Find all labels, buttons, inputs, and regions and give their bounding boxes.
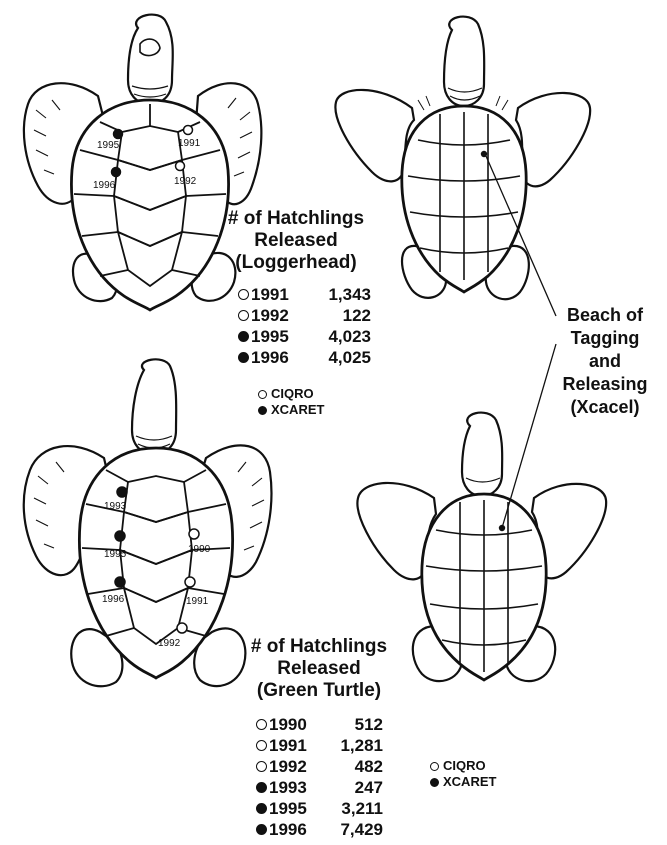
- ciqro-open-dot-icon: [238, 289, 249, 300]
- loggerhead-title-line-3: (Loggerhead): [216, 252, 376, 274]
- green-shell-label-1995: 1995: [104, 549, 126, 560]
- xcaret-filled-dot-icon: [238, 352, 249, 363]
- marker-1995-filled: [115, 531, 125, 541]
- marker-1996-filled: [115, 577, 125, 587]
- legend-bottom: CIQRO XCARET: [430, 758, 496, 790]
- stats-count: 4,023: [307, 326, 371, 347]
- stats-count: 1,281: [325, 735, 383, 756]
- stats-count: 482: [325, 756, 383, 777]
- stats-year: 1992: [251, 305, 307, 326]
- marker-1991-open: [184, 126, 193, 135]
- stats-year: 1995: [251, 326, 307, 347]
- green-shell-label-1991: 1991: [186, 596, 208, 607]
- legend-label: XCARET: [271, 402, 324, 418]
- ciqro-open-dot-icon: [256, 761, 267, 772]
- legend-row-xcaret: XCARET: [258, 402, 324, 418]
- ciqro-open-dot-icon: [256, 740, 267, 751]
- loggerhead-shell-label-1995: 1995: [97, 140, 119, 151]
- stats-year: 1996: [269, 819, 325, 840]
- marker-1996-filled: [112, 168, 121, 177]
- stats-count: 3,211: [325, 798, 383, 819]
- loggerhead-shell-label-1996: 1996: [93, 180, 115, 191]
- green-title-line-2: Released: [234, 658, 404, 680]
- xcaret-filled-dot-icon: [258, 406, 267, 415]
- stats-count: 512: [325, 714, 383, 735]
- stats-year: 1990: [269, 714, 325, 735]
- xcaret-filled-dot-icon: [256, 782, 267, 793]
- xcaret-filled-dot-icon: [430, 778, 439, 787]
- marker-1992-open: [177, 623, 187, 633]
- stats-year: 1996: [251, 347, 307, 368]
- stats-year: 1993: [269, 777, 325, 798]
- stats-count: 7,429: [325, 819, 383, 840]
- legend-top: CIQRO XCARET: [258, 386, 324, 418]
- green-title-line-3: (Green Turtle): [234, 680, 404, 702]
- marker-1992-open: [176, 162, 185, 171]
- stats-year: 1991: [269, 735, 325, 756]
- green-turtle-title: # of Hatchlings Released (Green Turtle): [234, 636, 404, 702]
- beach-label-line-3: and: [548, 350, 662, 373]
- legend-label: CIQRO: [271, 386, 314, 402]
- green-shell-label-1993: 1993: [104, 501, 126, 512]
- marker-1990-open: [189, 529, 199, 539]
- xcaret-filled-dot-icon: [256, 803, 267, 814]
- ciqro-open-dot-icon: [430, 762, 439, 771]
- stats-year: 1991: [251, 284, 307, 305]
- stats-year: 1995: [269, 798, 325, 819]
- loggerhead-title-line-2: Released: [216, 230, 376, 252]
- loggerhead-title-line-1: # of Hatchlings: [216, 208, 376, 230]
- legend-row-ciqro: CIQRO: [258, 386, 324, 402]
- marker-1995-filled: [114, 130, 123, 139]
- loggerhead-shell-label-1992: 1992: [174, 176, 196, 187]
- beach-label-line-4: Releasing: [548, 373, 662, 396]
- green-shell-label-1990: 1990: [188, 544, 210, 555]
- marker-1991-open: [185, 577, 195, 587]
- green-title-line-1: # of Hatchlings: [234, 636, 404, 658]
- beach-label-line-1: Beach of: [548, 304, 662, 327]
- legend-label: CIQRO: [443, 758, 486, 774]
- stats-count: 247: [325, 777, 383, 798]
- ciqro-open-dot-icon: [238, 310, 249, 321]
- legend-row-xcaret: XCARET: [430, 774, 496, 790]
- loggerhead-title: # of Hatchlings Released (Loggerhead): [216, 208, 376, 274]
- beach-label-line-5: (Xcacel): [548, 396, 662, 419]
- ciqro-open-dot-icon: [258, 390, 267, 399]
- beach-label: Beach of Tagging and Releasing (Xcacel): [548, 304, 662, 419]
- beach-label-line-2: Tagging: [548, 327, 662, 350]
- legend-row-ciqro: CIQRO: [430, 758, 496, 774]
- green-shell-label-1996: 1996: [102, 594, 124, 605]
- xcaret-filled-dot-icon: [238, 331, 249, 342]
- stats-count: 122: [307, 305, 371, 326]
- stats-year: 1992: [269, 756, 325, 777]
- loggerhead-shell-label-1991: 1991: [178, 138, 200, 149]
- green-shell-label-1992: 1992: [158, 638, 180, 649]
- ciqro-open-dot-icon: [256, 719, 267, 730]
- legend-label: XCARET: [443, 774, 496, 790]
- marker-1993-filled: [117, 487, 127, 497]
- stats-count: 1,343: [307, 284, 371, 305]
- stats-count: 4,025: [307, 347, 371, 368]
- xcaret-filled-dot-icon: [256, 824, 267, 835]
